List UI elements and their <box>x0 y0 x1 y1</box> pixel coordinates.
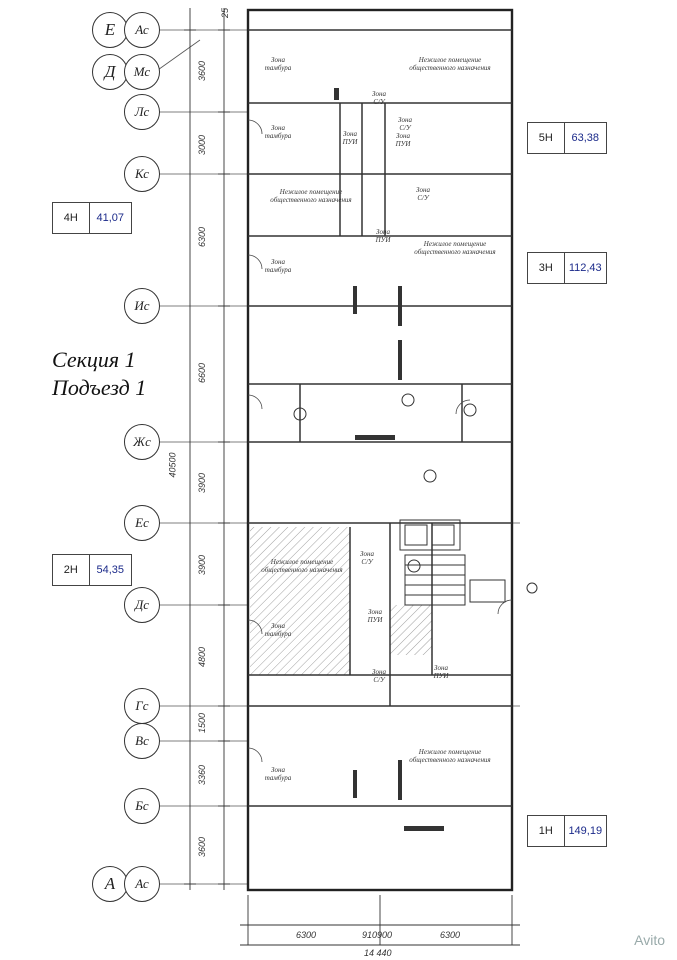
dim-bottom-right: 6300 <box>440 930 461 940</box>
premise-area: 112,43 <box>568 262 602 274</box>
dim-total-height: 40500 <box>167 452 178 478</box>
axis-bubble-b: Бс <box>124 788 160 824</box>
premise-area: 41,07 <box>96 212 125 224</box>
axis-bubble-e: Е <box>92 12 128 48</box>
dim-bottom-left: 6300 <box>296 930 317 940</box>
premise-tag-4h[interactable]: 4Н 41,07 <box>52 202 132 234</box>
watermark: Avito <box>634 932 665 948</box>
dim-3360: 3360 <box>197 764 208 786</box>
axis-bubble-ds: Дс <box>124 587 160 623</box>
entrance-name: Подъезд 1 <box>52 375 147 400</box>
axis-bubble-g: Гс <box>124 688 160 724</box>
premise-area: 54,35 <box>96 564 125 576</box>
premise-area: 63,38 <box>571 132 600 144</box>
premise-code: 5Н <box>528 123 565 153</box>
premise-area: 149,19 <box>568 825 603 837</box>
premise-code: 1Н <box>528 816 565 846</box>
premise-code: 4Н <box>53 203 90 233</box>
axis-bubble-k: Кс <box>124 156 160 192</box>
axis-bubble-a-sub: Ас <box>124 866 160 902</box>
dim-25: 25 <box>220 7 231 19</box>
section-name: Секция 1 <box>52 347 136 372</box>
dim-3600-top: 3600 <box>197 60 208 82</box>
premise-tag-5h[interactable]: 5Н 63,38 <box>527 122 607 154</box>
premise-code: 2Н <box>53 555 90 585</box>
dim-bottom-mid: 910900 <box>362 930 393 940</box>
axis-bubble-a: А <box>92 866 128 902</box>
premise-tag-3h[interactable]: 3Н 112,43 <box>527 252 607 284</box>
axis-bubble-es: Ес <box>124 505 160 541</box>
dim-3900-a: 3900 <box>197 472 208 494</box>
premise-tag-2h[interactable]: 2Н 54,35 <box>52 554 132 586</box>
axis-bubble-e-sub: Ас <box>124 12 160 48</box>
dim-6300: 6300 <box>197 226 208 248</box>
section-title: Секция 1 Подъезд 1 <box>52 346 146 402</box>
dim-1500: 1500 <box>197 712 208 734</box>
axis-bubble-i: Ис <box>124 288 160 324</box>
axis-bubble-zh: Жс <box>124 424 160 460</box>
axis-bubble-d: Д <box>92 54 128 90</box>
dim-3900-b: 3900 <box>197 554 208 576</box>
dim-3600-bottom: 3600 <box>197 836 208 858</box>
dim-4800: 4800 <box>197 646 208 668</box>
axis-bubble-d-sub: Мс <box>124 54 160 90</box>
axis-bubble-v: Вс <box>124 723 160 759</box>
axis-bubble-l: Лс <box>124 94 160 130</box>
premise-code: 3Н <box>528 253 565 283</box>
dim-3000: 3000 <box>197 134 208 156</box>
dim-bottom-total: 14 440 <box>364 948 392 958</box>
premise-tag-1h[interactable]: 1Н 149,19 <box>527 815 607 847</box>
dim-6600: 6600 <box>197 362 208 384</box>
